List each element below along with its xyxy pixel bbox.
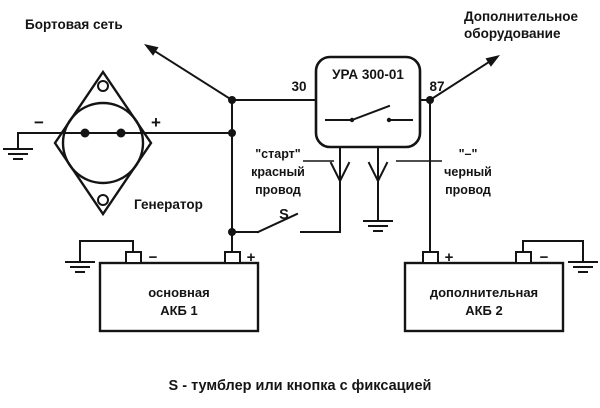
terminal-87-label: 87 xyxy=(429,79,444,94)
start-wire-label-line1: "старт" xyxy=(255,147,301,161)
black-wire-label-line1: "–" xyxy=(459,147,478,161)
junction-dot xyxy=(426,96,434,104)
switch-symbol xyxy=(231,212,341,234)
battery2: + − дополнительная АКБ 2 xyxy=(403,249,565,333)
battery1-plus-label: + xyxy=(247,249,256,266)
junction-dot xyxy=(228,129,236,137)
generator-hole-bottom xyxy=(97,194,109,206)
relay-title: УРА 300-01 xyxy=(332,67,404,82)
battery2-name-line1: дополнительная xyxy=(430,285,538,300)
generator-ground-icon xyxy=(3,148,33,160)
battery1-name-line2: АКБ 1 xyxy=(160,303,198,318)
generator-symbol xyxy=(53,69,153,217)
caption: S - тумблер или кнопка с фиксацией xyxy=(169,378,432,394)
arrowhead xyxy=(144,44,159,56)
generator-diamond xyxy=(53,69,153,217)
generator-ground-wire xyxy=(17,132,233,150)
onboard-network-arrow xyxy=(144,44,234,102)
relay-contact-symbol xyxy=(325,104,413,123)
battery2-terminal-left xyxy=(422,251,439,264)
generator-plus-label: + xyxy=(151,113,161,132)
battery2-body xyxy=(403,261,565,333)
black-wire-label-line3: провод xyxy=(445,183,491,197)
switch-label: S xyxy=(279,207,289,223)
black-wire-label-line2: черный xyxy=(444,165,492,179)
relay-box: УРА 300-01 xyxy=(314,55,422,149)
junction-dot xyxy=(228,96,236,104)
generator-label: Генератор xyxy=(134,197,203,212)
arrowhead xyxy=(485,55,500,67)
battery1: − + основная АКБ 1 xyxy=(98,249,260,333)
battery1-minus-label: − xyxy=(149,249,158,266)
start-wire-label-line3: провод xyxy=(255,183,301,197)
relay-ground-icon xyxy=(363,220,393,232)
generator-minus-label: − xyxy=(34,113,44,132)
relay-outline xyxy=(314,55,422,149)
generator-terminal-dot-left xyxy=(80,128,90,138)
generator-terminal-dot-right xyxy=(116,128,126,138)
battery2-minus-label: − xyxy=(540,249,549,266)
junction-dot xyxy=(228,228,236,236)
terminal-30-label: 30 xyxy=(291,79,306,94)
battery1-terminal-left xyxy=(125,251,142,264)
start-wire-label-line2: красный xyxy=(251,165,305,179)
battery1-ground-wire xyxy=(79,240,134,263)
wires xyxy=(17,99,584,263)
onboard-network-label: Бортовая сеть xyxy=(25,17,123,32)
battery1-name-line1: основная xyxy=(148,285,209,300)
battery2-ground-wire xyxy=(522,240,584,263)
start-pin-arrow-icon xyxy=(329,161,351,184)
battery1-ground-icon xyxy=(65,261,95,273)
battery1-body xyxy=(98,261,260,333)
battery2-ground-icon xyxy=(568,261,598,273)
battery2-plus-label: + xyxy=(445,249,454,266)
additional-equipment-label-line1: Дополнительное xyxy=(464,9,579,24)
battery2-name-line2: АКБ 2 xyxy=(465,303,503,318)
switch-blade xyxy=(256,212,299,234)
additional-equipment-arrow xyxy=(428,55,500,102)
minus-pin-arrow-icon xyxy=(367,161,389,184)
additional-equipment-label-line2: оборудование xyxy=(464,26,561,41)
generator-circle xyxy=(61,101,145,185)
battery1-terminal-right xyxy=(224,251,241,264)
battery2-terminal-right xyxy=(515,251,532,264)
generator-hole-top xyxy=(97,80,109,92)
